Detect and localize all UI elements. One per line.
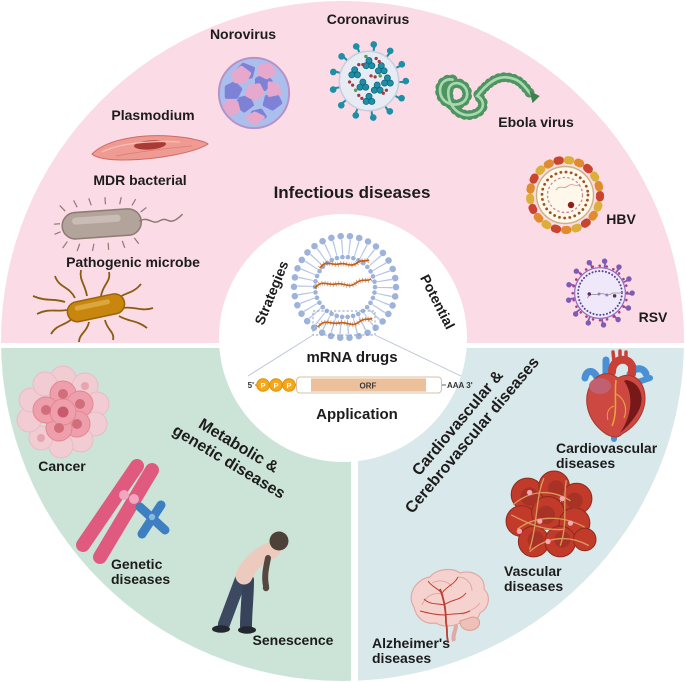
senescence-label: Senescence [252, 632, 334, 648]
phosphate-p2: P [273, 381, 278, 390]
infectious-title: Infectious diseases [273, 183, 431, 202]
phosphate-p1: P [260, 381, 265, 390]
five-prime-label: 5' [248, 381, 254, 390]
lnp-and-construct-graphic: 5' P P P ORF AAA 3' [248, 232, 473, 394]
hbv-icon [524, 154, 606, 236]
vascular-diseases-label: Vascular diseases [504, 563, 564, 595]
vascular-cluster-icon [498, 470, 600, 564]
mdr-bacterial-label: MDR bacterial [93, 172, 187, 188]
brain-icon [402, 565, 496, 642]
coronavirus-label: Coronavirus [326, 11, 410, 27]
senescence-icon [200, 518, 295, 640]
norovirus-icon [214, 53, 294, 133]
coronavirus-icon [325, 37, 413, 125]
pathogenic-microbe-icon [14, 266, 166, 344]
cancer-label: Cancer [38, 458, 86, 474]
norovirus-label: Norovirus [209, 26, 277, 42]
ebola-label: Ebola virus [498, 114, 574, 130]
alzheimers-diseases-label: Alzheimer's diseases [372, 635, 451, 667]
three-prime-label: AAA 3' [447, 381, 473, 390]
cardiovascular-diseases-label: Cardiovascular diseases [556, 440, 658, 472]
mrna-drugs-caption: mRNA drugs [306, 349, 398, 366]
pathogenic-microbe-label: Pathogenic microbe [66, 254, 200, 270]
plasmodium-icon [88, 130, 212, 162]
ebola-virus-icon [432, 57, 547, 139]
mdr-bacterium-icon [53, 196, 184, 252]
rsv-label: RSV [638, 309, 668, 325]
genetic-diseases-label: Genetic diseases [111, 556, 171, 588]
chromosomes-icon [76, 458, 178, 570]
hbv-label: HBV [606, 211, 636, 227]
cancer-icon [16, 365, 110, 459]
plasmodium-label: Plasmodium [111, 107, 195, 123]
phosphate-p3: P [286, 381, 291, 390]
rsv-icon [562, 255, 638, 331]
application-label: Application [316, 406, 398, 423]
orf-label: ORF [360, 381, 377, 390]
heart-icon [578, 349, 656, 442]
